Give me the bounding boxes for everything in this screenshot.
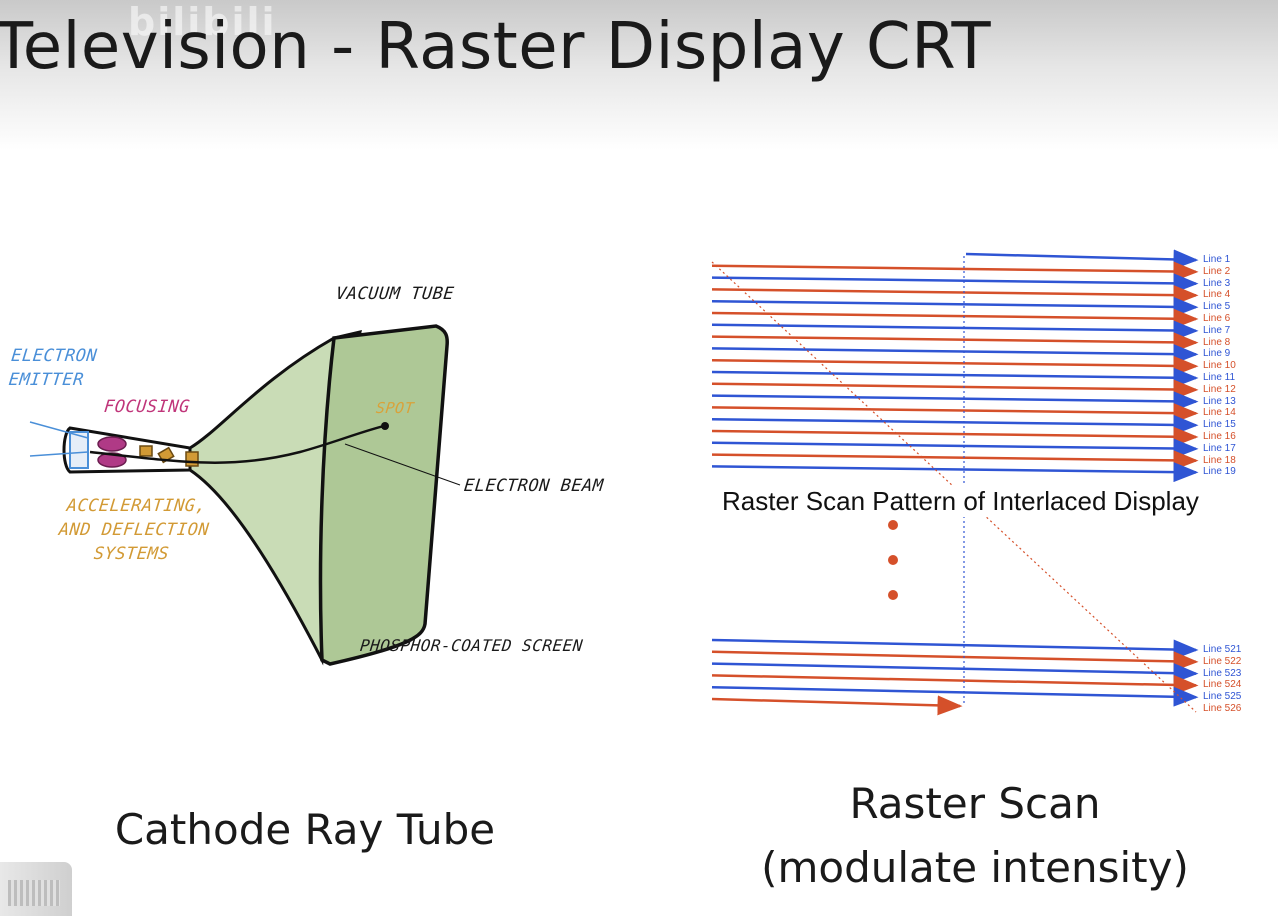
electron-beam [89, 424, 385, 464]
line-label: Line 2 [1203, 265, 1231, 277]
line-label: Line 12 [1203, 383, 1236, 395]
scan-line [711, 391, 1199, 412]
scan-line [711, 320, 1199, 341]
scan-line [711, 355, 1199, 376]
raster-pattern-label: Raster Scan Pattern of Interlaced Displa… [720, 486, 1201, 517]
caption-raster-line2: (modulate intensity) [761, 843, 1189, 892]
watermark-logo: bilibili [128, 0, 277, 44]
focusing-coil [97, 436, 127, 452]
ellipsis-dot [888, 590, 898, 600]
line-label: Line 526 [1203, 703, 1242, 714]
line-label: Line 3 [1203, 277, 1231, 289]
line-label: Line 14 [1203, 407, 1236, 419]
line-label: Line 8 [1203, 336, 1231, 348]
caption-raster-scan: Raster Scan (modulate intensity) [740, 772, 1210, 900]
scan-line [711, 344, 1199, 365]
crt-screen [318, 324, 449, 666]
line-label: Line 523 [1203, 667, 1242, 679]
scan-line [711, 438, 1199, 459]
line-label: Line 521 [1203, 644, 1242, 655]
line-label: Line 15 [1203, 419, 1236, 431]
scan-line [711, 638, 1199, 660]
caption-cathode-ray-tube: Cathode Ray Tube [114, 805, 496, 854]
beam-spot [381, 422, 389, 430]
ellipsis-dot [888, 520, 898, 530]
scan-line [711, 332, 1199, 353]
scan-line [711, 296, 1199, 317]
scan-line [711, 685, 1199, 707]
scan-line [711, 462, 1199, 483]
title-band [0, 0, 1278, 150]
line-label: Line 19 [1203, 466, 1236, 478]
line-label: Line 17 [1203, 442, 1236, 454]
electron-emitter [69, 431, 89, 469]
line-label: Line 4 [1203, 289, 1231, 301]
scan-line [711, 662, 1199, 684]
caption-raster-line1: Raster Scan [849, 779, 1101, 828]
scan-line [711, 450, 1199, 471]
line-label: Line 522 [1203, 655, 1242, 667]
page-title: Television - Raster Display CRT [0, 10, 992, 84]
line-label: Line 1 [1203, 254, 1231, 265]
deflection-plate [139, 445, 153, 457]
line-label: Line 5 [1203, 301, 1231, 313]
scan-line [711, 367, 1199, 388]
scan-line [711, 414, 1199, 435]
line-label: Line 7 [1203, 324, 1231, 336]
line-label: Line 525 [1203, 691, 1242, 703]
scan-line [711, 308, 1199, 329]
line-label: Line 6 [1203, 313, 1231, 324]
line-label: Line 16 [1203, 431, 1236, 442]
line-label: Line 10 [1203, 360, 1236, 372]
line-label: Line 11 [1203, 372, 1236, 383]
scan-line [711, 426, 1199, 447]
line-label: Line 13 [1203, 395, 1236, 407]
scan-line [711, 674, 1199, 695]
scan-line [711, 261, 1199, 282]
scan-line [711, 650, 1199, 672]
scan-line [965, 249, 1199, 270]
scan-line [711, 273, 1199, 294]
line-label: Line 524 [1203, 679, 1242, 691]
line-label: Line 18 [1203, 454, 1236, 466]
corner-device-graphic [0, 862, 72, 916]
line-label: Line 9 [1203, 348, 1231, 360]
scan-line [711, 403, 1199, 424]
ellipsis-dot [888, 555, 898, 565]
scan-line [711, 695, 963, 716]
scan-line [711, 379, 1199, 400]
scan-line [711, 285, 1199, 306]
